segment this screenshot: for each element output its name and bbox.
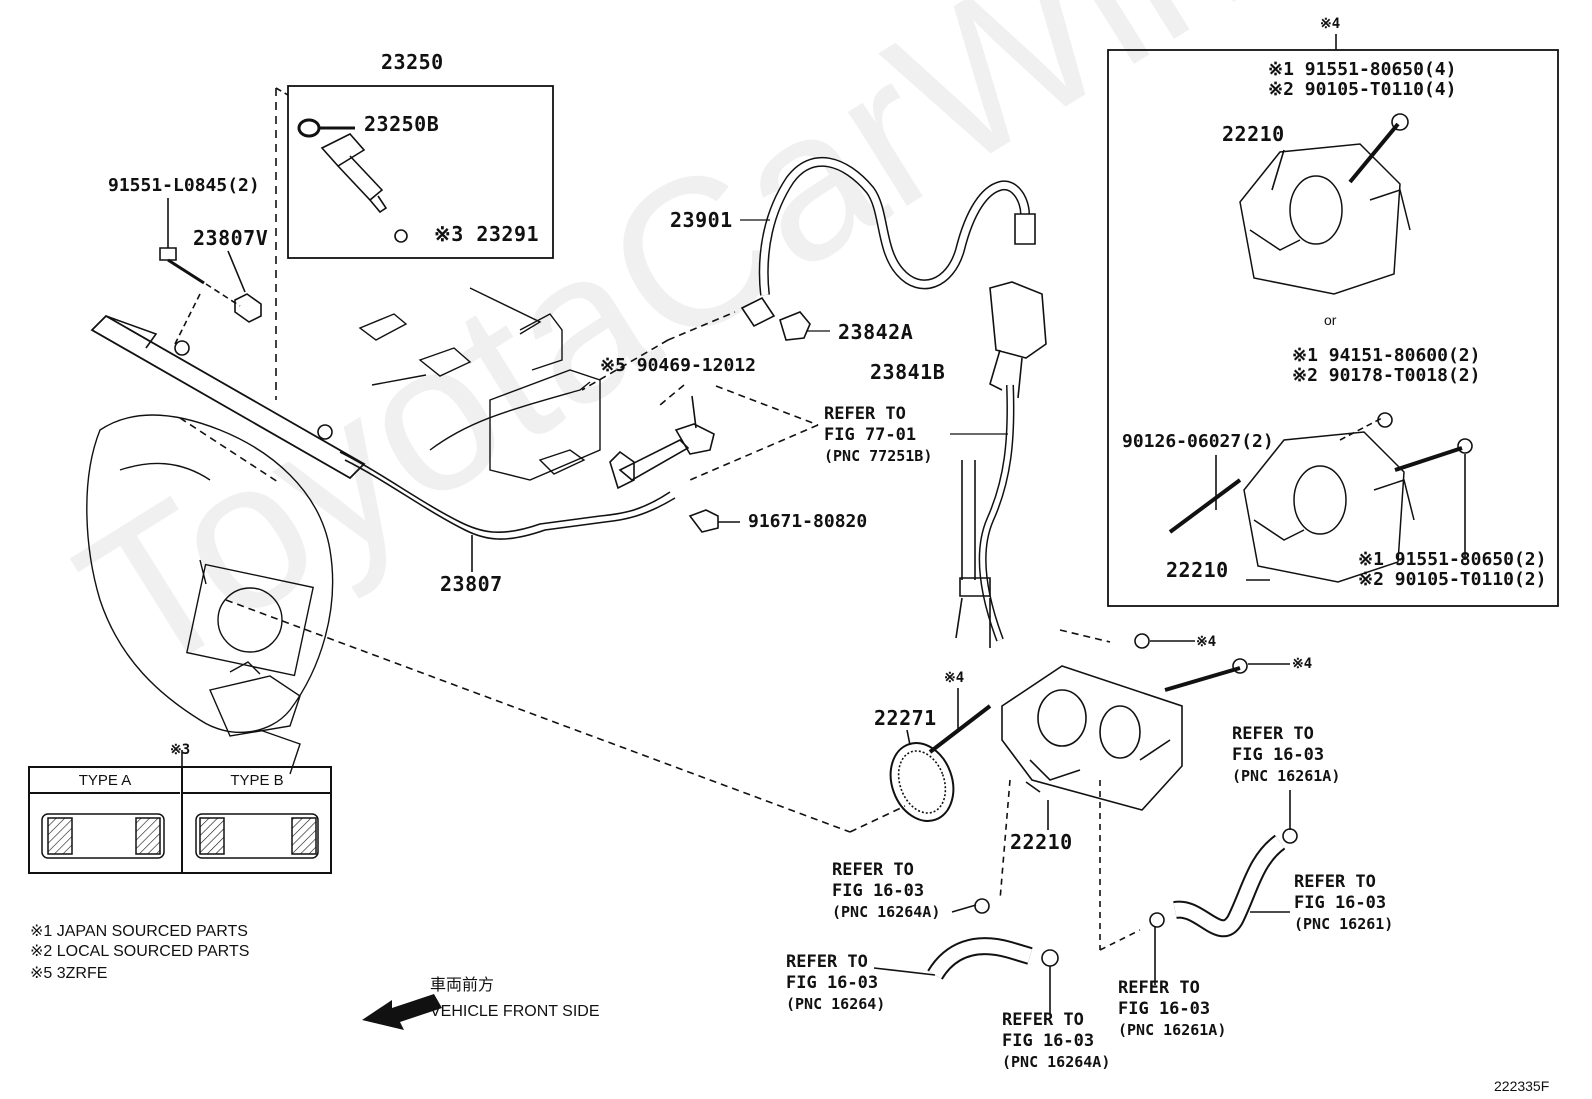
fuel-hose-icon bbox=[740, 157, 1036, 328]
refer-line-b: FIG 16-03 bbox=[786, 973, 879, 993]
refer-fig-16-03-pnc-16261A-bottom[interactable]: REFER TO FIG 16-03 (PNC 16261A) bbox=[1118, 978, 1226, 1041]
part-number-23842A[interactable]: 23842A bbox=[838, 320, 914, 344]
type-a-header: TYPE A bbox=[30, 768, 180, 794]
injector-box bbox=[287, 85, 554, 259]
refer-fig-16-03-pnc-16264[interactable]: REFER TO FIG 16-03 (PNC 16264) bbox=[786, 952, 885, 1015]
throttle-body-inset-icon-b bbox=[1243, 431, 1415, 583]
refer-fig-77-01[interactable]: REFER TO FIG 77-01 (PNC 77251B) bbox=[824, 404, 932, 467]
inset-line-91551-80650-2[interactable]: ※1 91551-80650(2) bbox=[1358, 549, 1547, 570]
alt-parts-inset-box bbox=[1107, 49, 1559, 607]
refer-line-b: FIG 16-03 bbox=[1294, 893, 1387, 913]
mark-4-bolt: ※4 bbox=[1292, 656, 1313, 672]
part-number-23250B[interactable]: 23250B bbox=[364, 112, 440, 136]
refer-fig-16-03-pnc-16264A-bottom[interactable]: REFER TO FIG 16-03 (PNC 16264A) bbox=[1002, 1010, 1110, 1073]
refer-line-pnc: (PNC 16261) bbox=[1294, 915, 1394, 933]
gasket-icon bbox=[889, 742, 955, 822]
vehicle-front-arrow-icon bbox=[362, 994, 442, 1030]
part-number-23807V[interactable]: 23807V bbox=[193, 226, 269, 250]
mark-4-nut: ※4 bbox=[1196, 634, 1217, 650]
refer-line-a: REFER TO bbox=[1118, 978, 1200, 998]
refer-line-pnc: (PNC 16264A) bbox=[1002, 1053, 1111, 1071]
legend-note-5: ※5 3ZRFE bbox=[30, 965, 108, 982]
refer-line-a: REFER TO bbox=[832, 860, 914, 880]
legend-note-1: ※1 JAPAN SOURCED PARTS bbox=[30, 923, 248, 940]
fuel-rail-icon bbox=[90, 314, 690, 540]
engine-block-icon bbox=[358, 287, 601, 481]
refer-line-b: FIG 77-01 bbox=[824, 425, 917, 445]
inset-line-90105-T0110-4[interactable]: ※2 90105-T0110(4) bbox=[1268, 79, 1457, 100]
refer-line-a: REFER TO bbox=[1232, 724, 1314, 744]
vehicle-front-label-jp: 車両前方 bbox=[430, 977, 495, 994]
throttle-body-inset-icon-a bbox=[1239, 143, 1411, 295]
refer-line-a: REFER TO bbox=[824, 404, 906, 424]
legend-note-2: ※2 LOCAL SOURCED PARTS bbox=[30, 943, 250, 960]
part-number-22271[interactable]: 22271 bbox=[874, 706, 937, 730]
type-table-mark: ※3 bbox=[170, 742, 191, 758]
inset-header-mark: ※4 bbox=[1320, 16, 1341, 32]
part-number-23841B[interactable]: 23841B bbox=[870, 360, 946, 384]
inset-line-90178-T0018-2[interactable]: ※2 90178-T0018(2) bbox=[1292, 365, 1481, 386]
refer-line-pnc: (PNC 16261A) bbox=[1118, 1021, 1227, 1039]
part-number-90469-12012[interactable]: ※5 90469-12012 bbox=[600, 355, 756, 376]
refer-line-pnc: (PNC 16264) bbox=[786, 995, 886, 1013]
refer-fig-16-03-pnc-16261A-top[interactable]: REFER TO FIG 16-03 (PNC 16261A) bbox=[1232, 724, 1340, 787]
refer-line-a: REFER TO bbox=[786, 952, 868, 972]
seal-type-table: TYPE A TYPE B bbox=[28, 766, 332, 874]
intake-manifold-icon bbox=[86, 414, 334, 775]
bracket-icon bbox=[989, 281, 1047, 399]
refer-line-b: FIG 16-03 bbox=[1002, 1031, 1095, 1051]
mark-4-stud: ※4 bbox=[944, 670, 965, 686]
refer-fig-16-03-pnc-16261[interactable]: REFER TO FIG 16-03 (PNC 16261) bbox=[1294, 872, 1393, 935]
refer-line-b: FIG 16-03 bbox=[1118, 999, 1211, 1019]
throttle-body-icon bbox=[1001, 665, 1183, 811]
part-number-91671-80820[interactable]: 91671-80820 bbox=[748, 511, 868, 532]
injector-icon bbox=[320, 133, 388, 214]
water-hose-icon-2 bbox=[1149, 828, 1298, 938]
refer-line-a: REFER TO bbox=[1002, 1010, 1084, 1030]
refer-line-pnc: (PNC 77251B) bbox=[824, 447, 933, 465]
type-a-seal-icon bbox=[41, 813, 165, 859]
part-number-22210-main[interactable]: 22210 bbox=[1010, 830, 1073, 854]
vehicle-front-label-en: VEHICLE FRONT SIDE bbox=[430, 1003, 600, 1020]
type-b-seal-icon bbox=[195, 813, 319, 859]
part-number-23901[interactable]: 23901 bbox=[670, 208, 733, 232]
part-number-23291[interactable]: ※3 23291 bbox=[434, 222, 540, 246]
refer-line-pnc: (PNC 16261A) bbox=[1232, 767, 1341, 785]
inset-part-22210-a[interactable]: 22210 bbox=[1222, 122, 1285, 146]
inset-line-90105-T0110-2[interactable]: ※2 90105-T0110(2) bbox=[1358, 569, 1547, 590]
inset-or-text: or bbox=[1324, 312, 1337, 328]
inset-line-91551-80650-4[interactable]: ※1 91551-80650(4) bbox=[1268, 59, 1457, 80]
type-b-header: TYPE B bbox=[182, 768, 332, 794]
part-number-23250[interactable]: 23250 bbox=[381, 50, 444, 74]
inset-line-94151-80600-2[interactable]: ※1 94151-80600(2) bbox=[1292, 345, 1481, 366]
refer-line-b: FIG 16-03 bbox=[1232, 745, 1325, 765]
refer-line-b: FIG 16-03 bbox=[832, 881, 925, 901]
inset-part-90126-06027[interactable]: 90126-06027(2) bbox=[1122, 431, 1274, 452]
part-number-91551-L0845[interactable]: 91551-L0845(2) bbox=[108, 175, 260, 196]
refer-fig-16-03-pnc-16264A-left[interactable]: REFER TO FIG 16-03 (PNC 16264A) bbox=[832, 860, 940, 923]
water-hose-icon bbox=[927, 898, 1059, 980]
refer-line-a: REFER TO bbox=[1294, 872, 1376, 892]
inset-part-22210-b[interactable]: 22210 bbox=[1166, 558, 1229, 582]
part-number-23807[interactable]: 23807 bbox=[440, 572, 503, 596]
refer-line-pnc: (PNC 16264A) bbox=[832, 903, 941, 921]
diagram-id: 222335F bbox=[1494, 1078, 1550, 1094]
